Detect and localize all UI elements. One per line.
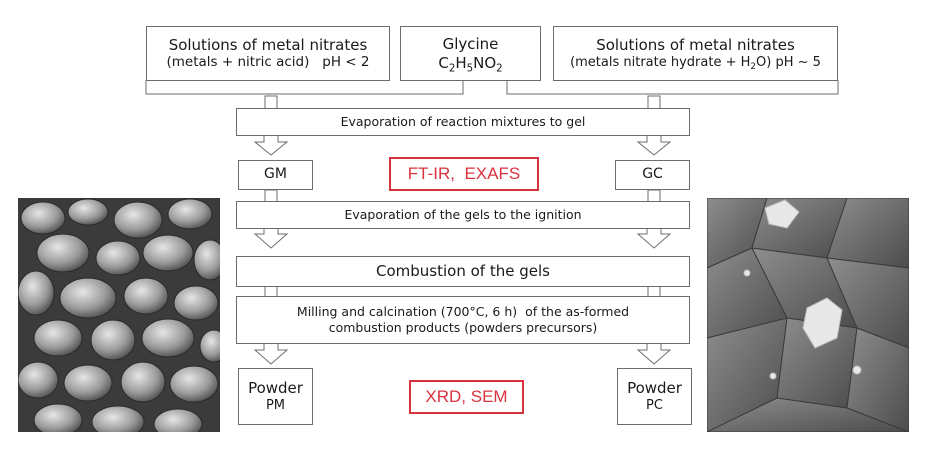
box-evaporation-ignition: Evaporation of the gels to the ignition (236, 201, 690, 229)
box-solutions-nitrate-hydrate: Solutions of metal nitrates (metals nitr… (553, 26, 838, 81)
sem-texture-right (707, 198, 909, 432)
combustion-label: Combustion of the gels (376, 262, 550, 281)
box-glycine: Glycine C2H5NO2 (400, 26, 541, 81)
formula-c: C (438, 53, 449, 72)
evaporation-to-gel-label: Evaporation of reaction mixtures to gel (340, 114, 586, 130)
arrow-down-left-1 (253, 134, 289, 156)
method-xrd-sem: XRD, SEM (409, 380, 524, 414)
box-gel-gm: GM (238, 160, 313, 190)
formula-no: NO (473, 53, 497, 72)
arrow-down-left-2 (253, 227, 289, 249)
gm-label: GM (264, 166, 287, 183)
box-combustion: Combustion of the gels (236, 256, 690, 287)
method-ftir-exafs: FT-IR, EXAFS (389, 157, 539, 191)
glycine-formula: C2H5NO2 (438, 53, 503, 75)
box-powder-pc: Powder PC (617, 368, 692, 425)
hydrate-text-b: O) pH ~ 5 (756, 54, 821, 70)
arrow-down-right-1 (636, 134, 672, 156)
box-solutions-nitric-acid-subtitle: (metals + nitric acid) pH < 2 (166, 54, 370, 71)
arrow-down-right-2 (636, 227, 672, 249)
method-xrd-sem-text: XRD, SEM (425, 387, 508, 406)
formula-h: H (455, 53, 467, 72)
box-gel-gc: GC (615, 160, 690, 190)
sem-image-pc (707, 198, 909, 432)
powder-pc-title: Powder (627, 379, 682, 397)
sem-texture-left (18, 198, 220, 432)
milling-label-line1: Milling and calcination (700°C, 6 h) of … (296, 304, 630, 320)
box-solutions-nitric-acid-title: Solutions of metal nitrates (168, 35, 368, 54)
box-powder-pm: Powder PM (238, 368, 313, 425)
formula-o-count: 2 (496, 63, 503, 75)
arrow-down-left-3 (253, 342, 289, 365)
box-solutions-nitrate-hydrate-title: Solutions of metal nitrates (596, 36, 795, 54)
gc-label: GC (642, 166, 663, 183)
powder-pc-code: PC (646, 397, 663, 413)
milling-label-line2: combustion products (powders precursors) (328, 320, 598, 335)
box-solutions-nitrate-hydrate-subtitle: (metals nitrate hydrate + H2O) pH ~ 5 (570, 54, 821, 72)
formula-c-count: 2 (448, 63, 456, 75)
method-ftir-exafs-text: FT-IR, EXAFS (407, 164, 521, 183)
hydrate-text-a: (metals nitrate hydrate + H (570, 54, 751, 70)
glycine-name: Glycine (442, 34, 499, 53)
powder-pm-title: Powder (248, 379, 303, 397)
merge-bracket-left (145, 80, 464, 95)
hydrate-h2-sub: 2 (750, 61, 757, 72)
powder-pm-code: PM (265, 397, 286, 413)
sem-image-pm (18, 198, 220, 432)
arrow-down-right-3 (636, 342, 672, 365)
box-evaporation-to-gel: Evaporation of reaction mixtures to gel (236, 108, 690, 136)
evaporation-ignition-label: Evaporation of the gels to the ignition (344, 207, 582, 223)
formula-h-count: 5 (466, 63, 474, 75)
box-milling-calcination: Milling and calcination (700°C, 6 h) of … (236, 296, 690, 344)
box-solutions-nitric-acid: Solutions of metal nitrates (metals + ni… (146, 26, 390, 81)
merge-bracket-right (506, 80, 839, 95)
